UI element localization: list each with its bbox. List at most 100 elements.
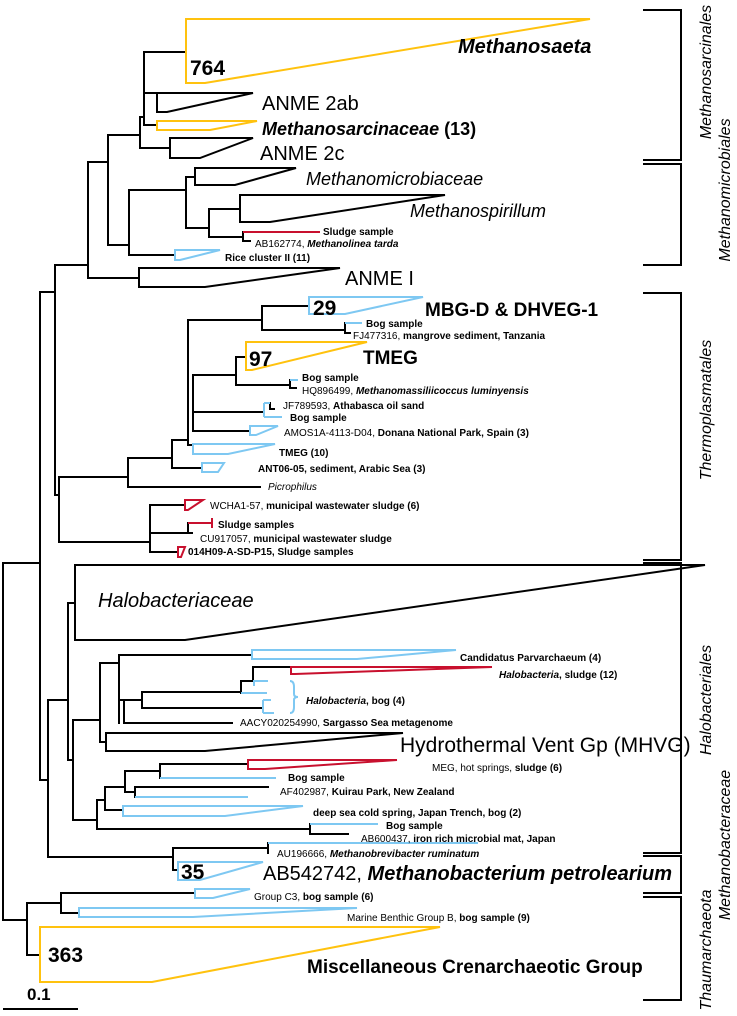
meg-label: MEG, hot springs, sludge (6) — [432, 763, 562, 774]
aacy-desc: Sargasso Sea metagenome — [323, 718, 453, 729]
clade-tmeg10[interactable] — [192, 443, 276, 455]
clade-halobacteriaceae[interactable] — [74, 564, 706, 641]
bracket-methanomicrobiales — [643, 163, 682, 266]
halobacteria-bog-brace — [289, 680, 299, 714]
clade-anme2c[interactable] — [169, 137, 254, 159]
ab600437-desc: iron rich microbial mat, Japan — [413, 834, 555, 845]
ab162774-acc: AB162774, — [255, 239, 307, 250]
clade-deepsea[interactable] — [122, 805, 304, 817]
halobacteria-bog-label: Halobacteria, bog (4) — [306, 696, 405, 707]
clade-anme2ab[interactable] — [156, 92, 254, 113]
group-thaumarchaeota: Thaumarchaeota — [698, 889, 715, 1010]
ant06-label: ANT06-05, sediment, Arabic Sea (3) — [258, 464, 425, 475]
clade-p15[interactable] — [177, 546, 187, 558]
clade-mhvg[interactable] — [105, 732, 404, 752]
af402987-acc: AF402987, — [280, 787, 332, 798]
clade-methanospirillum[interactable] — [239, 194, 446, 223]
clade-amos[interactable] — [249, 425, 279, 436]
mcg-label: Miscellaneous Crenarchaeotic Group — [307, 957, 643, 978]
anme2ab-label: ANME 2ab — [262, 93, 359, 115]
bracket-methanosarcinales — [643, 9, 682, 161]
ab542742-name: Methanobacterium petrolearium — [368, 863, 673, 885]
halobacteria-sludge-label: Halobacteria, sludge (12) — [499, 670, 617, 681]
mbgb-label: Marine Benthic Group B, bog sample (9) — [347, 913, 530, 924]
sludge-sample-label: Sludge sample — [323, 227, 394, 238]
aacy-label: AACY020254990, Sargasso Sea metagenome — [240, 718, 453, 729]
mcg-count: 363 — [48, 944, 83, 967]
tmeg10-label: TMEG (10) — [279, 448, 328, 459]
scale-bar-label: 0.1 — [27, 985, 51, 1004]
hq896499-label: HQ896499, Methanomassiliicoccus luminyen… — [302, 386, 529, 397]
bog-sample-label: Bog sample — [290, 413, 347, 424]
fj477316-acc: FJ477316, — [353, 331, 403, 342]
branches — [2, 51, 478, 956]
clade-methanomicrobiaceae[interactable] — [194, 167, 297, 186]
branch-root — [2, 562, 41, 921]
au196666-label: AU196666, Methanobrevibacter ruminatum — [277, 849, 479, 860]
amos-desc: Donana National Park, Spain (3) — [378, 428, 529, 439]
fj477316-desc: mangrove sediment, Tanzania — [403, 331, 546, 342]
wcha1-desc: municipal wastewater sludge (6) — [266, 501, 419, 512]
amos-acc: AMOS1A-4113-D04, — [284, 428, 378, 439]
groupc3-label: Group C3, bog sample (6) — [254, 892, 374, 903]
methanosarcinaceae-count: (13) — [439, 119, 476, 139]
branch-thaumarchaeota — [26, 892, 196, 956]
bog-sample-label: Bog sample — [302, 373, 359, 384]
amos-label: AMOS1A-4113-D04, Donana National Park, S… — [284, 428, 529, 439]
bracket-thaumarchaeota — [643, 896, 682, 1001]
wcha1-label: WCHA1-57, municipal wastewater sludge (6… — [210, 501, 420, 512]
clade-tmeg[interactable] — [245, 341, 368, 371]
branch-halobacteriales — [47, 602, 349, 871]
clade-wcha1[interactable] — [184, 499, 207, 511]
p15-label: 014H09-A-SD-P15, Sludge samples — [188, 547, 354, 558]
clade-mbgd[interactable] — [308, 296, 424, 315]
bog-sample-label: Bog sample — [366, 319, 423, 330]
clade-methanosaeta[interactable] — [185, 18, 591, 84]
tmeg-label: TMEG — [363, 348, 418, 369]
labels: 764 Methanosaeta ANME 2ab Methanosarcina… — [48, 36, 691, 978]
methanospirillum-label: Methanospirillum — [410, 201, 546, 221]
bracket-halobacteriales — [643, 562, 682, 854]
fj477316-label: FJ477316, mangrove sediment, Tanzania — [353, 331, 546, 342]
methanosaeta-count: 764 — [190, 57, 225, 80]
clade-parvarchaeum[interactable] — [251, 649, 457, 660]
mbgb-acc: Marine Benthic Group B, — [347, 913, 459, 924]
methanosarcinaceae-name: Methanosarcinaceae — [262, 119, 439, 139]
methanobacterium-count: 35 — [181, 861, 205, 884]
bog-sample-label: Bog sample — [288, 773, 345, 784]
af402987-label: AF402987, Kuirau Park, New Zealand — [280, 787, 455, 798]
aacy-acc: AACY020254990, — [240, 718, 323, 729]
clade-methanobacterium[interactable] — [177, 861, 264, 881]
collapsed-clades — [39, 18, 706, 983]
jf789593-acc: JF789593, — [283, 401, 333, 412]
sludge-samples-label: Sludge samples — [218, 520, 295, 531]
anme1-label: ANME I — [345, 268, 414, 290]
mhvg-label: Hydrothermal Vent Gp (MHVG) — [400, 734, 691, 757]
cu917057-desc: municipal wastewater sludge — [253, 534, 392, 545]
halobacteria-bog-name: Halobacteria — [306, 696, 366, 707]
clade-ant06[interactable] — [201, 462, 226, 473]
halobacteria-sludge-name: Halobacteria — [499, 670, 559, 681]
au196666-acc: AU196666, — [277, 849, 330, 860]
cu917057-acc: CU917057, — [200, 534, 253, 545]
branch-thermoplasmatales — [58, 305, 351, 553]
methanosaeta-label: Methanosaeta — [458, 36, 591, 58]
mbgd-count: 29 — [313, 297, 336, 320]
deepsea-label: deep sea cold spring, Japan Trench, bog … — [313, 808, 521, 819]
clade-rice-cluster[interactable] — [174, 249, 221, 261]
rice-cluster-label: Rice cluster II (11) — [225, 253, 310, 264]
bracket-methanobacteraceae — [643, 855, 682, 894]
clade-meg[interactable] — [247, 759, 398, 770]
clade-methanosarcinaceae[interactable] — [156, 120, 258, 131]
clade-groupc3[interactable] — [194, 888, 251, 899]
clade-mbgb[interactable] — [78, 907, 358, 918]
methanomicrobiaceae-label: Methanomicrobiaceae — [306, 169, 483, 189]
group-methanosarcinales: Methanosarcinales — [698, 5, 715, 139]
bracket-thermoplasmatales — [643, 292, 682, 561]
clade-mcg[interactable] — [39, 926, 441, 983]
clade-halobacteria-sludge[interactable] — [290, 666, 493, 675]
af402987-desc: Kuirau Park, New Zealand — [332, 787, 455, 798]
ab600437-acc: AB600437, — [361, 834, 413, 845]
clade-anme1[interactable] — [138, 267, 341, 288]
